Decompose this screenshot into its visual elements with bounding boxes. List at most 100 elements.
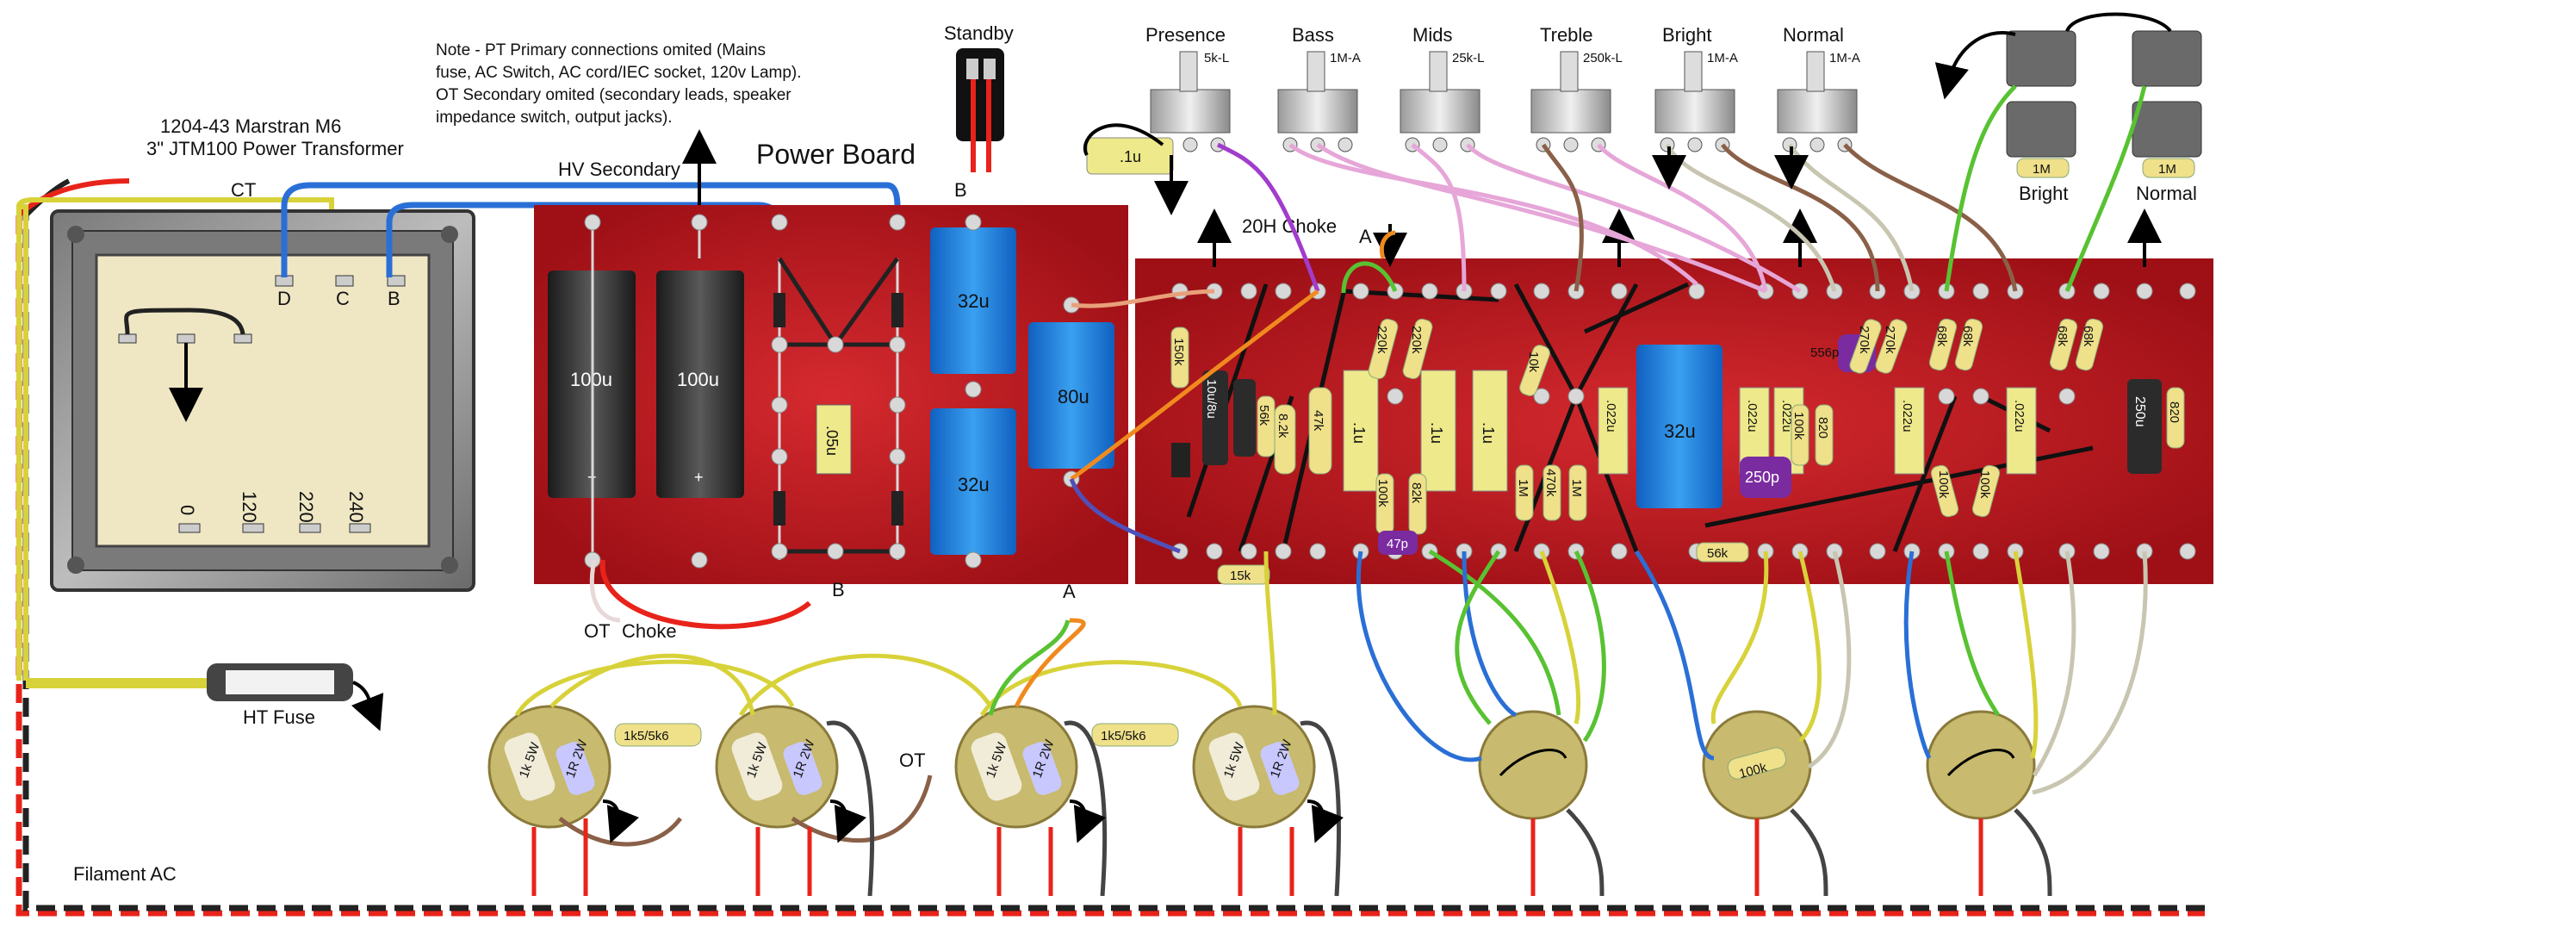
component-label: .022u	[1745, 400, 1760, 432]
note-block: Note - PT Primary connections omited (Ma…	[436, 41, 802, 127]
pot-bass[interactable]	[1277, 51, 1358, 152]
screen-resistor-label: 1k5/5k6	[1101, 729, 1146, 743]
component-label: 15k	[1230, 569, 1251, 583]
component-label: 220k	[1409, 326, 1424, 354]
jack-name: Normal	[2136, 183, 2197, 204]
component-label: .022u	[2012, 400, 2027, 432]
note-line: impedance switch, output jacks).	[436, 109, 673, 127]
pot-value: 1M-A	[1707, 51, 1738, 65]
pot-name: Mids	[1412, 24, 1452, 46]
component-label: 270k	[1883, 326, 1897, 354]
mount-screw	[67, 226, 84, 243]
standby-switch[interactable]	[956, 48, 1004, 172]
component-label: 10u/8u	[1204, 379, 1219, 419]
component-label: 250p	[1745, 469, 1779, 486]
jack-normal[interactable]	[2132, 30, 2202, 178]
jack-name: Bright	[2019, 183, 2068, 204]
pot-bright[interactable]	[1654, 51, 1735, 152]
component-label: 32u	[1664, 420, 1696, 442]
preamp-tube-3	[1926, 710, 2036, 820]
pot-value: 1M-A	[1330, 51, 1361, 65]
tap-b-label: B	[388, 288, 400, 309]
component-label: 8.2k	[1276, 414, 1290, 439]
component-label: .1u	[1350, 422, 1368, 444]
pot-name: Bright	[1662, 24, 1711, 46]
pot-value: 5k-L	[1204, 51, 1229, 65]
filter-cap-blue	[930, 227, 1016, 374]
cap-label: 100u	[677, 369, 719, 390]
choke-label: Choke	[622, 620, 677, 642]
component-label: 1M	[1516, 479, 1530, 497]
screen-resistor	[1091, 723, 1179, 747]
pot-name: Bass	[1292, 24, 1334, 46]
component-label: 820	[2167, 401, 2182, 423]
red-wire-b	[599, 559, 811, 630]
jack-value: 1M	[2033, 162, 2051, 177]
pot-name: Presence	[1145, 24, 1226, 46]
component-label: .022u	[1900, 400, 1915, 432]
component-label: 68k	[1960, 326, 1975, 347]
ht-fuse	[207, 663, 353, 701]
mount-screw	[67, 557, 84, 574]
jack-bright[interactable]	[2006, 30, 2076, 178]
component-label: 82k	[1409, 482, 1424, 504]
cap-label: 32u	[958, 290, 990, 312]
diode	[773, 491, 785, 526]
pot-presence[interactable]	[1150, 51, 1231, 152]
note-line: OT Secondary omited (secondary leads, sp…	[436, 86, 791, 104]
component-label: 270k	[1857, 326, 1871, 354]
cap-plus: +	[694, 469, 704, 486]
component-label: 220k	[1375, 326, 1389, 354]
main-board-lugs	[1171, 283, 2196, 560]
main-board-components: 150k 10u/8u 56k 8.2k 47k .1u .1u .1u 220…	[1170, 318, 2185, 585]
note-line: Note - PT Primary connections omited (Ma…	[436, 41, 766, 59]
hv-secondary-label: HV Secondary	[558, 159, 680, 180]
pot-normal[interactable]	[1777, 51, 1858, 152]
pot-treble[interactable]	[1530, 51, 1611, 152]
ground-arrows-small	[602, 146, 1809, 843]
component-label: 47p	[1387, 537, 1408, 551]
pot-value: 25k-L	[1452, 51, 1485, 65]
primary-240-label: 240	[345, 491, 367, 523]
component-label: 820	[1816, 417, 1830, 439]
component-label: .1u	[1480, 422, 1497, 444]
conn-b-bottom: B	[832, 579, 845, 600]
conn-a-top: A	[1359, 226, 1372, 247]
screen-resistor-label: 1k5/5k6	[624, 729, 669, 743]
diode	[773, 293, 785, 327]
component-label: 68k	[1934, 326, 1949, 347]
power-tube-2	[715, 705, 839, 829]
component-label: 100k	[1375, 479, 1390, 507]
diode	[891, 293, 903, 327]
preamp-wires	[1356, 549, 2148, 897]
preamp-tube-1	[1478, 710, 1588, 820]
pot-value: 250k-L	[1583, 51, 1623, 65]
pot-mids[interactable]	[1400, 51, 1480, 152]
ht-fuse-label: HT Fuse	[243, 706, 315, 728]
pot-name: Normal	[1783, 24, 1844, 46]
component-label: 100k	[1791, 412, 1806, 440]
cap-label: 32u	[958, 474, 990, 495]
power-tube-1	[487, 705, 611, 829]
component-label: .022u	[1604, 400, 1618, 432]
conn-a-bottom: A	[1063, 581, 1076, 602]
mount-screw	[441, 226, 458, 243]
power-transformer	[50, 209, 475, 592]
pot-value: 1M-A	[1829, 51, 1860, 65]
power-tube-3	[954, 705, 1078, 829]
transformer-title-2: 3" JTM100 Power Transformer	[146, 138, 404, 159]
component-label: 10k	[1526, 351, 1541, 373]
ot-left-label: OT	[584, 620, 611, 642]
primary-0-label: 0	[177, 505, 198, 515]
note-line: fuse, AC Switch, AC cord/IEC socket, 120…	[436, 64, 802, 82]
component-label: 68k	[2081, 326, 2095, 347]
filter-cap-blue	[930, 408, 1016, 555]
presence-cap-label: .1u	[1120, 148, 1141, 165]
component-label: .1u	[1428, 422, 1445, 444]
power-board-label: Power Board	[756, 139, 916, 170]
component-label: 250u	[2132, 396, 2147, 427]
tap-d-label: D	[277, 288, 291, 309]
orange-wire-a	[1070, 289, 1319, 482]
component-label: 150k	[1171, 338, 1186, 366]
